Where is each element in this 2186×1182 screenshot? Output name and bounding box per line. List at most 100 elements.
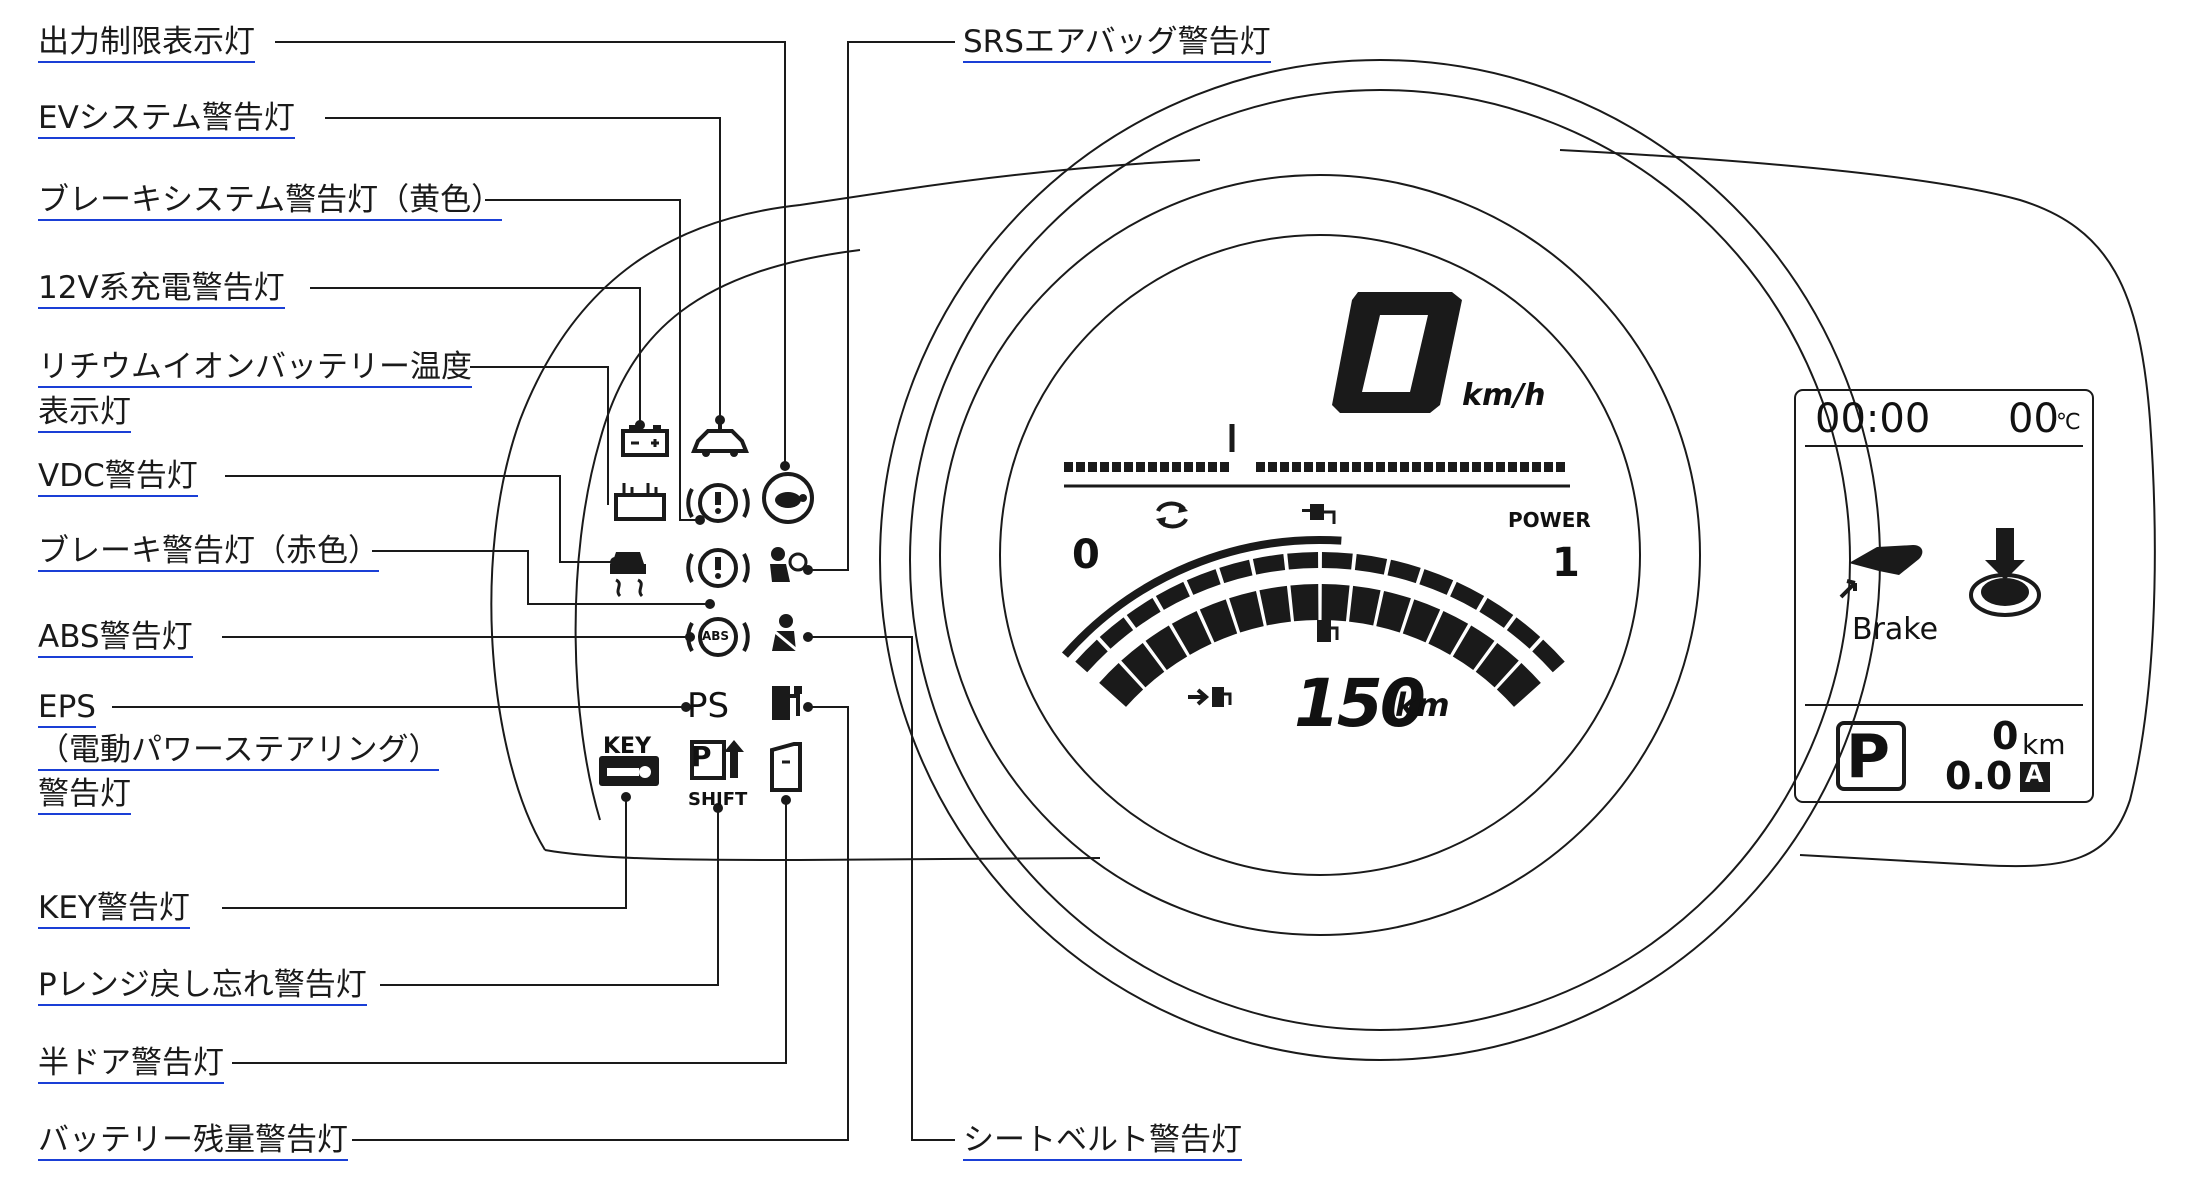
charge-station-icon xyxy=(1317,620,1339,642)
range-value: 150 xyxy=(1294,665,1426,742)
power-bar-segment xyxy=(1520,462,1529,472)
range-unit: km xyxy=(1395,686,1450,724)
display-circle xyxy=(999,234,1641,876)
label-vdc[interactable]: VDC警告灯 xyxy=(38,454,198,498)
label-li-ion-temp-line2[interactable]: 表示灯 xyxy=(38,390,131,434)
label-p-range[interactable]: Pレンジ戻し忘れ警告灯 xyxy=(38,963,367,1007)
warning-lamp-panel xyxy=(574,249,861,821)
label-abs[interactable]: ABS警告灯 xyxy=(38,615,193,659)
bezel-ring xyxy=(939,174,1701,936)
power-bar-segment xyxy=(1280,462,1289,472)
speed-unit: km/h xyxy=(1462,378,1546,413)
power-bar-segment xyxy=(1148,462,1157,472)
leader-battery-level xyxy=(352,706,849,1141)
arc-gauge-segment xyxy=(1475,642,1519,688)
label-li-ion-temp[interactable]: リチウムイオンバッテリー温度 xyxy=(38,345,472,389)
power-bar-segment xyxy=(1136,462,1145,472)
p-shift-icon xyxy=(690,740,744,780)
power-bar-segment xyxy=(1448,462,1457,472)
arc-gauge-segment xyxy=(1252,554,1286,575)
power-bar-segment xyxy=(1112,462,1121,472)
arc-gauge-segment xyxy=(1479,598,1514,628)
ps-icon: PS xyxy=(687,686,730,726)
arc-gauge-segment xyxy=(1387,559,1421,584)
cluster-housing-right xyxy=(1559,149,2156,868)
power-bar-segment xyxy=(1424,462,1433,472)
power-bar-segment xyxy=(1532,462,1541,472)
odometer-value: 0 xyxy=(1992,714,2019,758)
label-eps-line2[interactable]: （電動パワーステアリング） xyxy=(38,728,440,772)
key-icon xyxy=(599,756,659,786)
shift-icon-label: SHIFT xyxy=(688,789,748,810)
power-bar-segment xyxy=(1208,462,1217,472)
power-bar-segment xyxy=(1340,462,1349,472)
label-srs[interactable]: SRSエアバッグ警告灯 xyxy=(963,20,1271,64)
power-bar xyxy=(1064,462,1565,472)
brake-foot-icon xyxy=(1839,545,1923,599)
power-bar-segment xyxy=(1364,462,1373,472)
power-bar-segment xyxy=(1544,462,1553,472)
power-bar-segment xyxy=(1484,462,1493,472)
temperature-unit: ℃ xyxy=(2056,410,2081,435)
brake-system-yellow-icon xyxy=(686,483,750,523)
power-bar-segment xyxy=(1076,462,1085,472)
label-output-limit[interactable]: 出力制限表示灯 xyxy=(38,20,255,64)
power-label: POWER xyxy=(1508,508,1591,532)
power-bar-segment xyxy=(1496,462,1505,472)
brake-red-icon xyxy=(686,548,750,588)
trip-id: A xyxy=(2025,760,2044,788)
leader-key xyxy=(222,797,627,909)
push-start-icon xyxy=(1969,528,2041,617)
gauge-min: 0 xyxy=(1072,532,1100,578)
arc-gauge-segment xyxy=(1321,552,1353,570)
clock-display: 00:00 xyxy=(1815,396,1931,442)
power-bar-segment xyxy=(1412,462,1421,472)
label-eps[interactable]: EPS xyxy=(38,685,96,729)
arc-gauge-segment xyxy=(1229,591,1264,633)
trip-value: 0.0 xyxy=(1945,754,2013,798)
p-shift-icon-letter: P xyxy=(691,740,712,773)
label-brake-red[interactable]: ブレーキ警告灯（赤色） xyxy=(38,529,379,573)
label-key[interactable]: KEY警告灯 xyxy=(38,886,190,930)
power-bar-segment xyxy=(1088,462,1097,472)
label-half-door[interactable]: 半ドア警告灯 xyxy=(38,1041,224,1085)
key-icon-label: KEY xyxy=(603,734,652,759)
range-arrow-charge-icon xyxy=(1188,687,1232,707)
regen-arc xyxy=(1061,536,1342,658)
plug-icon xyxy=(1302,504,1336,524)
info-display-frame xyxy=(1794,389,2094,803)
label-seatbelt[interactable]: シートベルト警告灯 xyxy=(963,1118,1242,1162)
li-ion-temp-icon xyxy=(614,483,666,521)
leader-dots xyxy=(610,415,813,813)
power-bar-segment xyxy=(1352,462,1361,472)
label-brake-system-yellow[interactable]: ブレーキシステム警告灯（黄色） xyxy=(38,178,503,222)
arc-gauge-segment xyxy=(1402,599,1441,643)
leader-lines xyxy=(112,41,955,1141)
speed-digit xyxy=(1332,292,1462,413)
half-door-icon xyxy=(770,742,802,792)
label-ev-system[interactable]: EVシステム警告灯 xyxy=(38,96,295,140)
cluster-housing-top xyxy=(899,159,1201,191)
label-eps-line3[interactable]: 警告灯 xyxy=(38,772,131,816)
power-bar-segment xyxy=(1160,462,1169,472)
arc-gauge-segment xyxy=(1428,610,1469,655)
power-bar-segment xyxy=(1184,462,1193,472)
abs-icon-label: ABS xyxy=(702,629,730,643)
label-battery-level[interactable]: バッテリー残量警告灯 xyxy=(38,1118,348,1162)
power-bar-segment xyxy=(1172,462,1181,472)
power-bar-segment xyxy=(1388,462,1397,472)
power-bar-segment xyxy=(1196,462,1205,472)
leader-li-ion xyxy=(470,366,609,505)
label-charge-12v[interactable]: 12V系充電警告灯 xyxy=(38,266,285,310)
arc-gauge-segment xyxy=(1287,552,1319,570)
leader-ev-system xyxy=(325,117,721,420)
power-bar-segment xyxy=(1328,462,1337,472)
shift-position: P xyxy=(1846,722,1890,792)
arc-gauge-segment xyxy=(1532,639,1565,673)
power-bar-segment xyxy=(1436,462,1445,472)
arc-gauge-segment xyxy=(1354,554,1388,575)
srs-airbag-icon xyxy=(770,547,808,582)
power-bar-segment xyxy=(1508,462,1517,472)
leader-seatbelt xyxy=(808,636,955,1141)
